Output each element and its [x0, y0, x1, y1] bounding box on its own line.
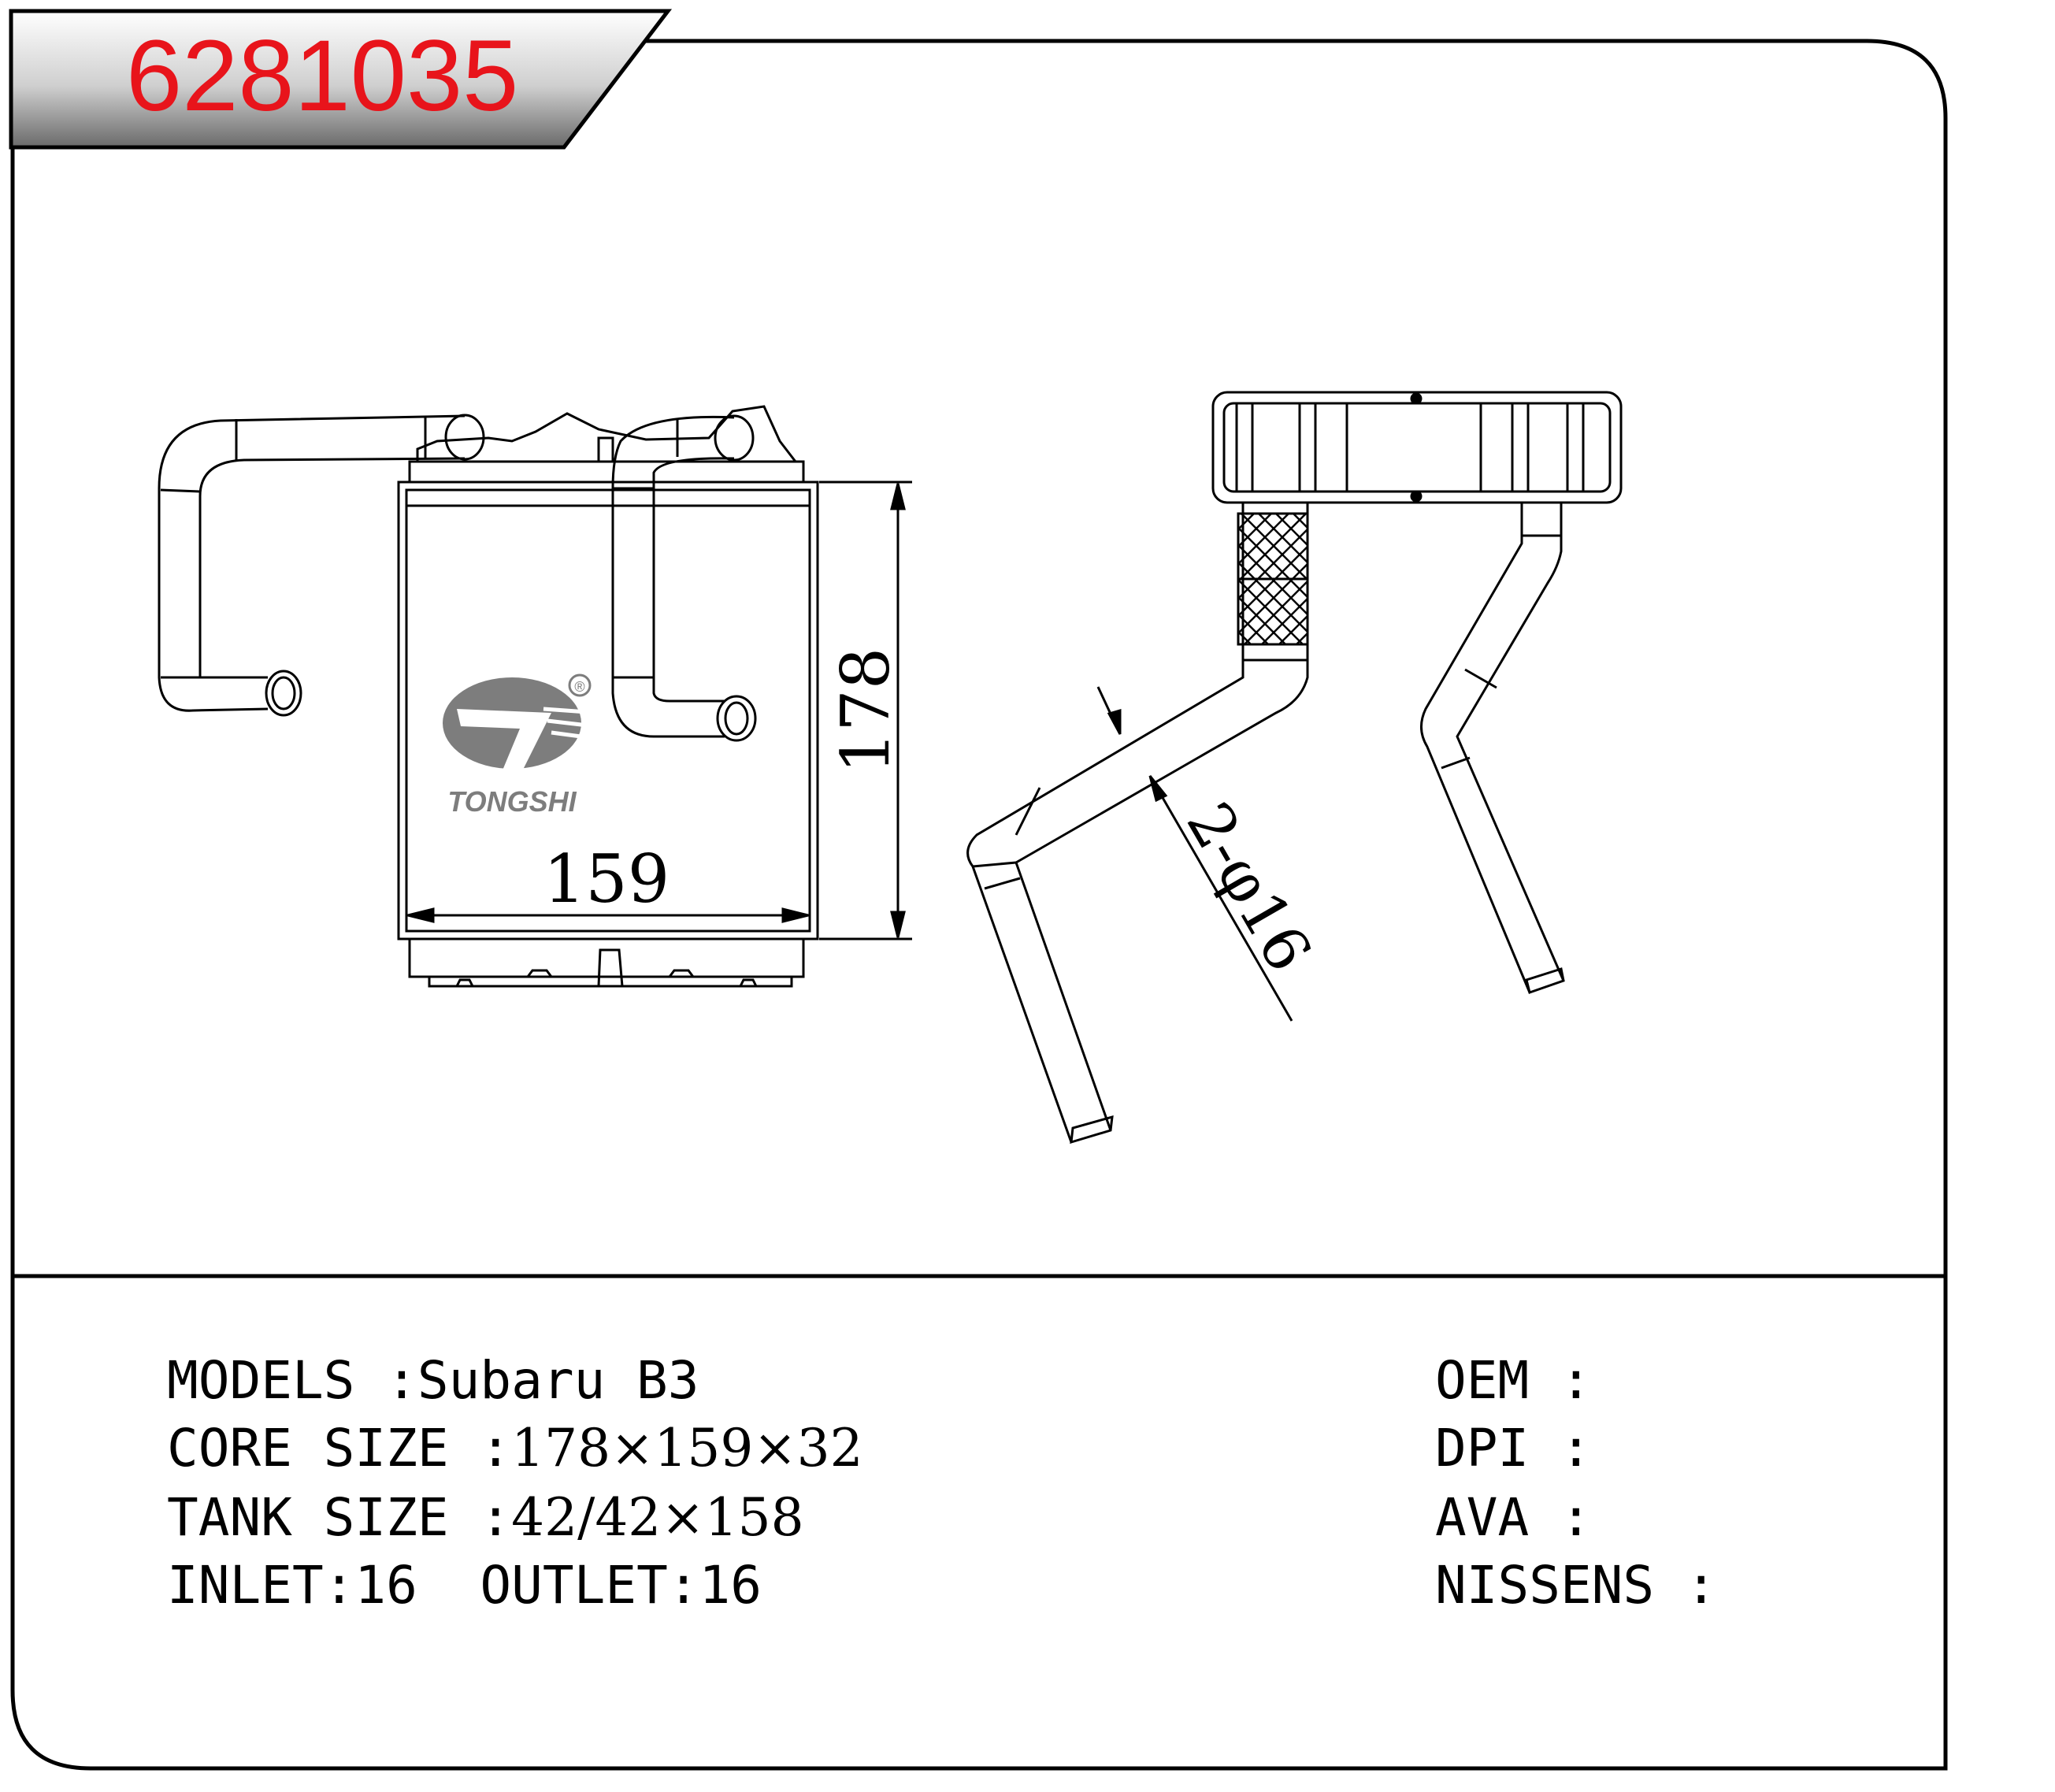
inlet-outlet-line: INLET:16 OUTLET:16: [167, 1560, 762, 1612]
part-number: 6281035: [126, 20, 518, 132]
ava-line: AVA :: [1435, 1492, 1592, 1544]
tank-size-line: TANK SIZE :42/42×158: [167, 1492, 804, 1544]
dimension-lines: [407, 480, 912, 941]
ava-label: AVA :: [1435, 1487, 1592, 1548]
models-line: MODELS :Subaru B3: [167, 1355, 699, 1407]
core-size-label: CORE SIZE :: [167, 1418, 512, 1478]
core-size-line: CORE SIZE :178×159×32: [167, 1423, 863, 1475]
dpi-line: DPI :: [1435, 1423, 1592, 1475]
pipe-diameter-callout: 2-φ16: [1173, 792, 1325, 984]
tank-size-label: TANK SIZE :: [167, 1487, 512, 1548]
pipe-callout-leader: [1096, 686, 1293, 1022]
logo-registered-mark: ®: [574, 679, 584, 695]
outer-frame: [10, 39, 1948, 1771]
height-dimension: 178: [827, 647, 904, 774]
nissens-label: NISSENS :: [1435, 1555, 1717, 1616]
width-dimension: 159: [543, 840, 670, 918]
title-tab: [9, 9, 673, 150]
oem-line: OEM :: [1435, 1355, 1592, 1407]
nissens-line: NISSENS :: [1435, 1560, 1717, 1612]
side-view: [966, 391, 1623, 1145]
models-value: Subaru B3: [417, 1350, 699, 1411]
registered-mark-icon: [568, 673, 592, 697]
dpi-label: DPI :: [1435, 1418, 1592, 1478]
oem-label: OEM :: [1435, 1350, 1592, 1411]
core-size-value: 178×159×32: [511, 1418, 863, 1478]
front-view: [158, 405, 819, 988]
tank-size-value: 42/42×158: [511, 1487, 804, 1548]
outlet-label: OUTLET:: [480, 1555, 699, 1616]
outlet-value: 16: [699, 1555, 762, 1616]
inlet-label: INLET:: [167, 1555, 355, 1616]
inlet-value: 16: [354, 1555, 417, 1616]
logo-text: TONGSHI: [447, 785, 577, 818]
tongshi-logo: [443, 673, 599, 776]
models-label: MODELS :: [167, 1350, 417, 1411]
